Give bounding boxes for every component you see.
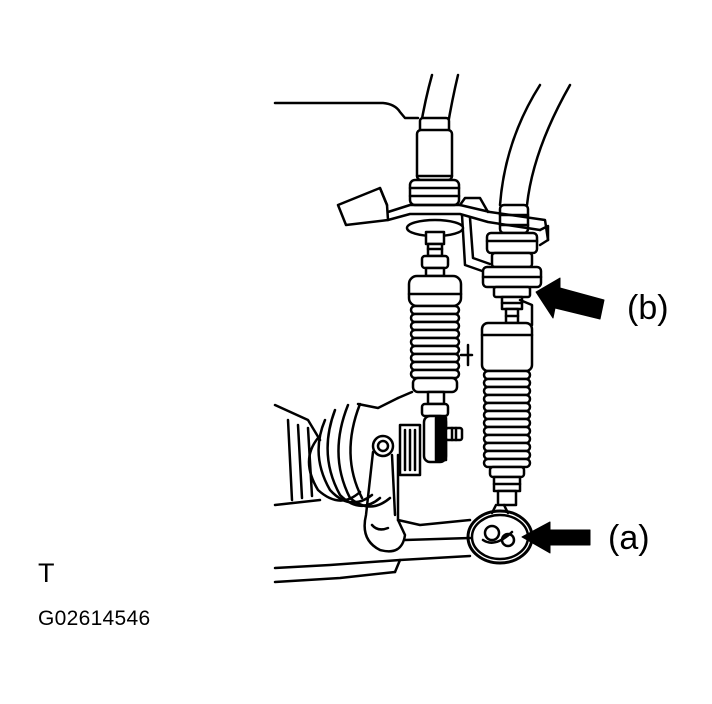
right-cable [498, 83, 572, 235]
transmission-case-outline [273, 101, 420, 120]
left-cable-end [420, 390, 464, 464]
corner-mark: T [38, 558, 55, 588]
callout-arrow-a [521, 521, 591, 554]
right-cable-end-eyelet [466, 503, 534, 565]
figure-code: G02614546 [38, 607, 151, 630]
callout-label-a: (a) [608, 519, 650, 557]
left-cable-adjuster [405, 218, 465, 278]
callout-label-b: (b) [627, 289, 669, 327]
callout-arrow-b [535, 277, 605, 320]
transmission-housing [273, 390, 422, 508]
left-cable [408, 73, 461, 207]
shift-lever [363, 434, 472, 553]
right-cable-boot [480, 321, 534, 507]
transmission-base [273, 554, 472, 584]
left-cable-boot [407, 274, 474, 394]
cable-bracket [336, 186, 550, 282]
right-cable-adjuster [481, 231, 543, 327]
